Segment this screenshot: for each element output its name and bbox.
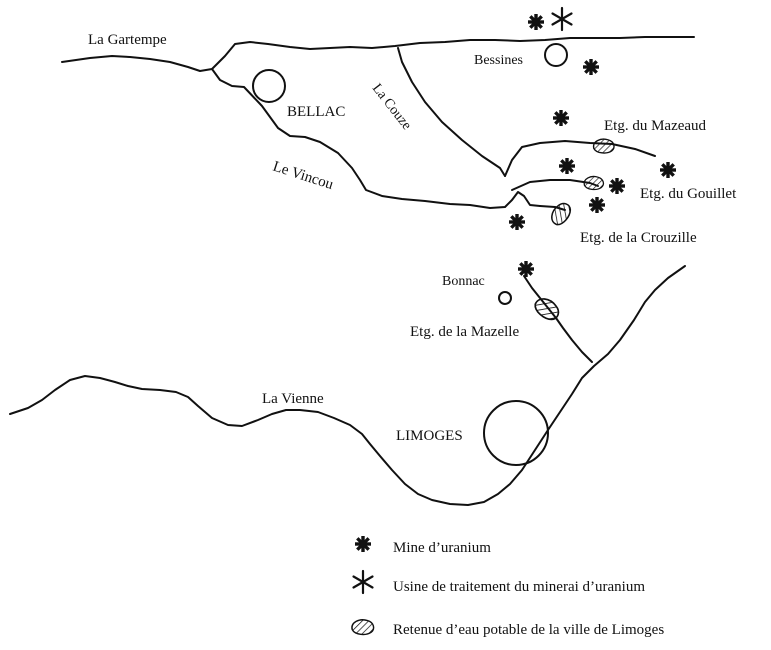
label-couze: La Couze bbox=[369, 81, 414, 133]
reservoir-crouzille-icon bbox=[547, 199, 575, 229]
mine-icon bbox=[516, 259, 536, 279]
river-gartempe-tributary bbox=[211, 68, 541, 209]
mine-icon bbox=[581, 57, 601, 77]
label-crouzille: Etg. de la Crouzille bbox=[580, 230, 697, 246]
label-limoges: LIMOGES bbox=[396, 428, 463, 444]
label-bellac: BELLAC bbox=[287, 104, 345, 120]
label-mazelle: Etg. de la Mazelle bbox=[410, 324, 519, 340]
mine-icon bbox=[658, 160, 678, 180]
mine-icon bbox=[353, 534, 373, 554]
river-vienne bbox=[9, 265, 686, 506]
reservoir-mazeaud-icon bbox=[592, 138, 615, 154]
legend-plant-label: Usine de traitement du minerai d’uranium bbox=[393, 579, 645, 595]
mine-icon bbox=[507, 212, 527, 232]
label-vienne: La Vienne bbox=[262, 391, 324, 407]
legend: Mine d’uranium Usine de traitement du mi… bbox=[351, 534, 664, 638]
mine-icon bbox=[551, 108, 571, 128]
town-bellac-marker bbox=[252, 69, 286, 103]
legend-mine-label: Mine d’uranium bbox=[393, 540, 491, 556]
processing-plant-asterisk-icon bbox=[352, 569, 374, 595]
label-bonnac: Bonnac bbox=[442, 274, 485, 289]
town-bessines-marker bbox=[544, 43, 568, 67]
river-couze-upper bbox=[504, 140, 656, 177]
label-gouillet: Etg. du Gouillet bbox=[640, 186, 737, 202]
processing-plant-asterisk-icon bbox=[551, 6, 573, 32]
town-limoges-marker bbox=[483, 400, 549, 466]
mine-icon bbox=[587, 195, 607, 215]
town-bonnac-marker bbox=[498, 291, 512, 305]
mine-icon bbox=[607, 176, 627, 196]
legend-reservoir-label: Retenue d’eau potable de la ville de Lim… bbox=[393, 622, 664, 638]
label-gartempe: La Gartempe bbox=[88, 32, 167, 48]
reservoir-gouillet-icon bbox=[583, 175, 605, 191]
mine-icon bbox=[526, 12, 546, 32]
hatched-reservoir-icon bbox=[351, 619, 375, 636]
river-couze bbox=[397, 47, 506, 177]
mine-icon bbox=[557, 156, 577, 176]
label-bessines: Bessines bbox=[474, 53, 523, 68]
river-gartempe bbox=[61, 36, 695, 72]
label-vincou: Le Vincou bbox=[271, 159, 336, 194]
label-mazeaud: Etg. du Mazeaud bbox=[604, 118, 707, 134]
river-mazelle-stream bbox=[523, 275, 593, 363]
